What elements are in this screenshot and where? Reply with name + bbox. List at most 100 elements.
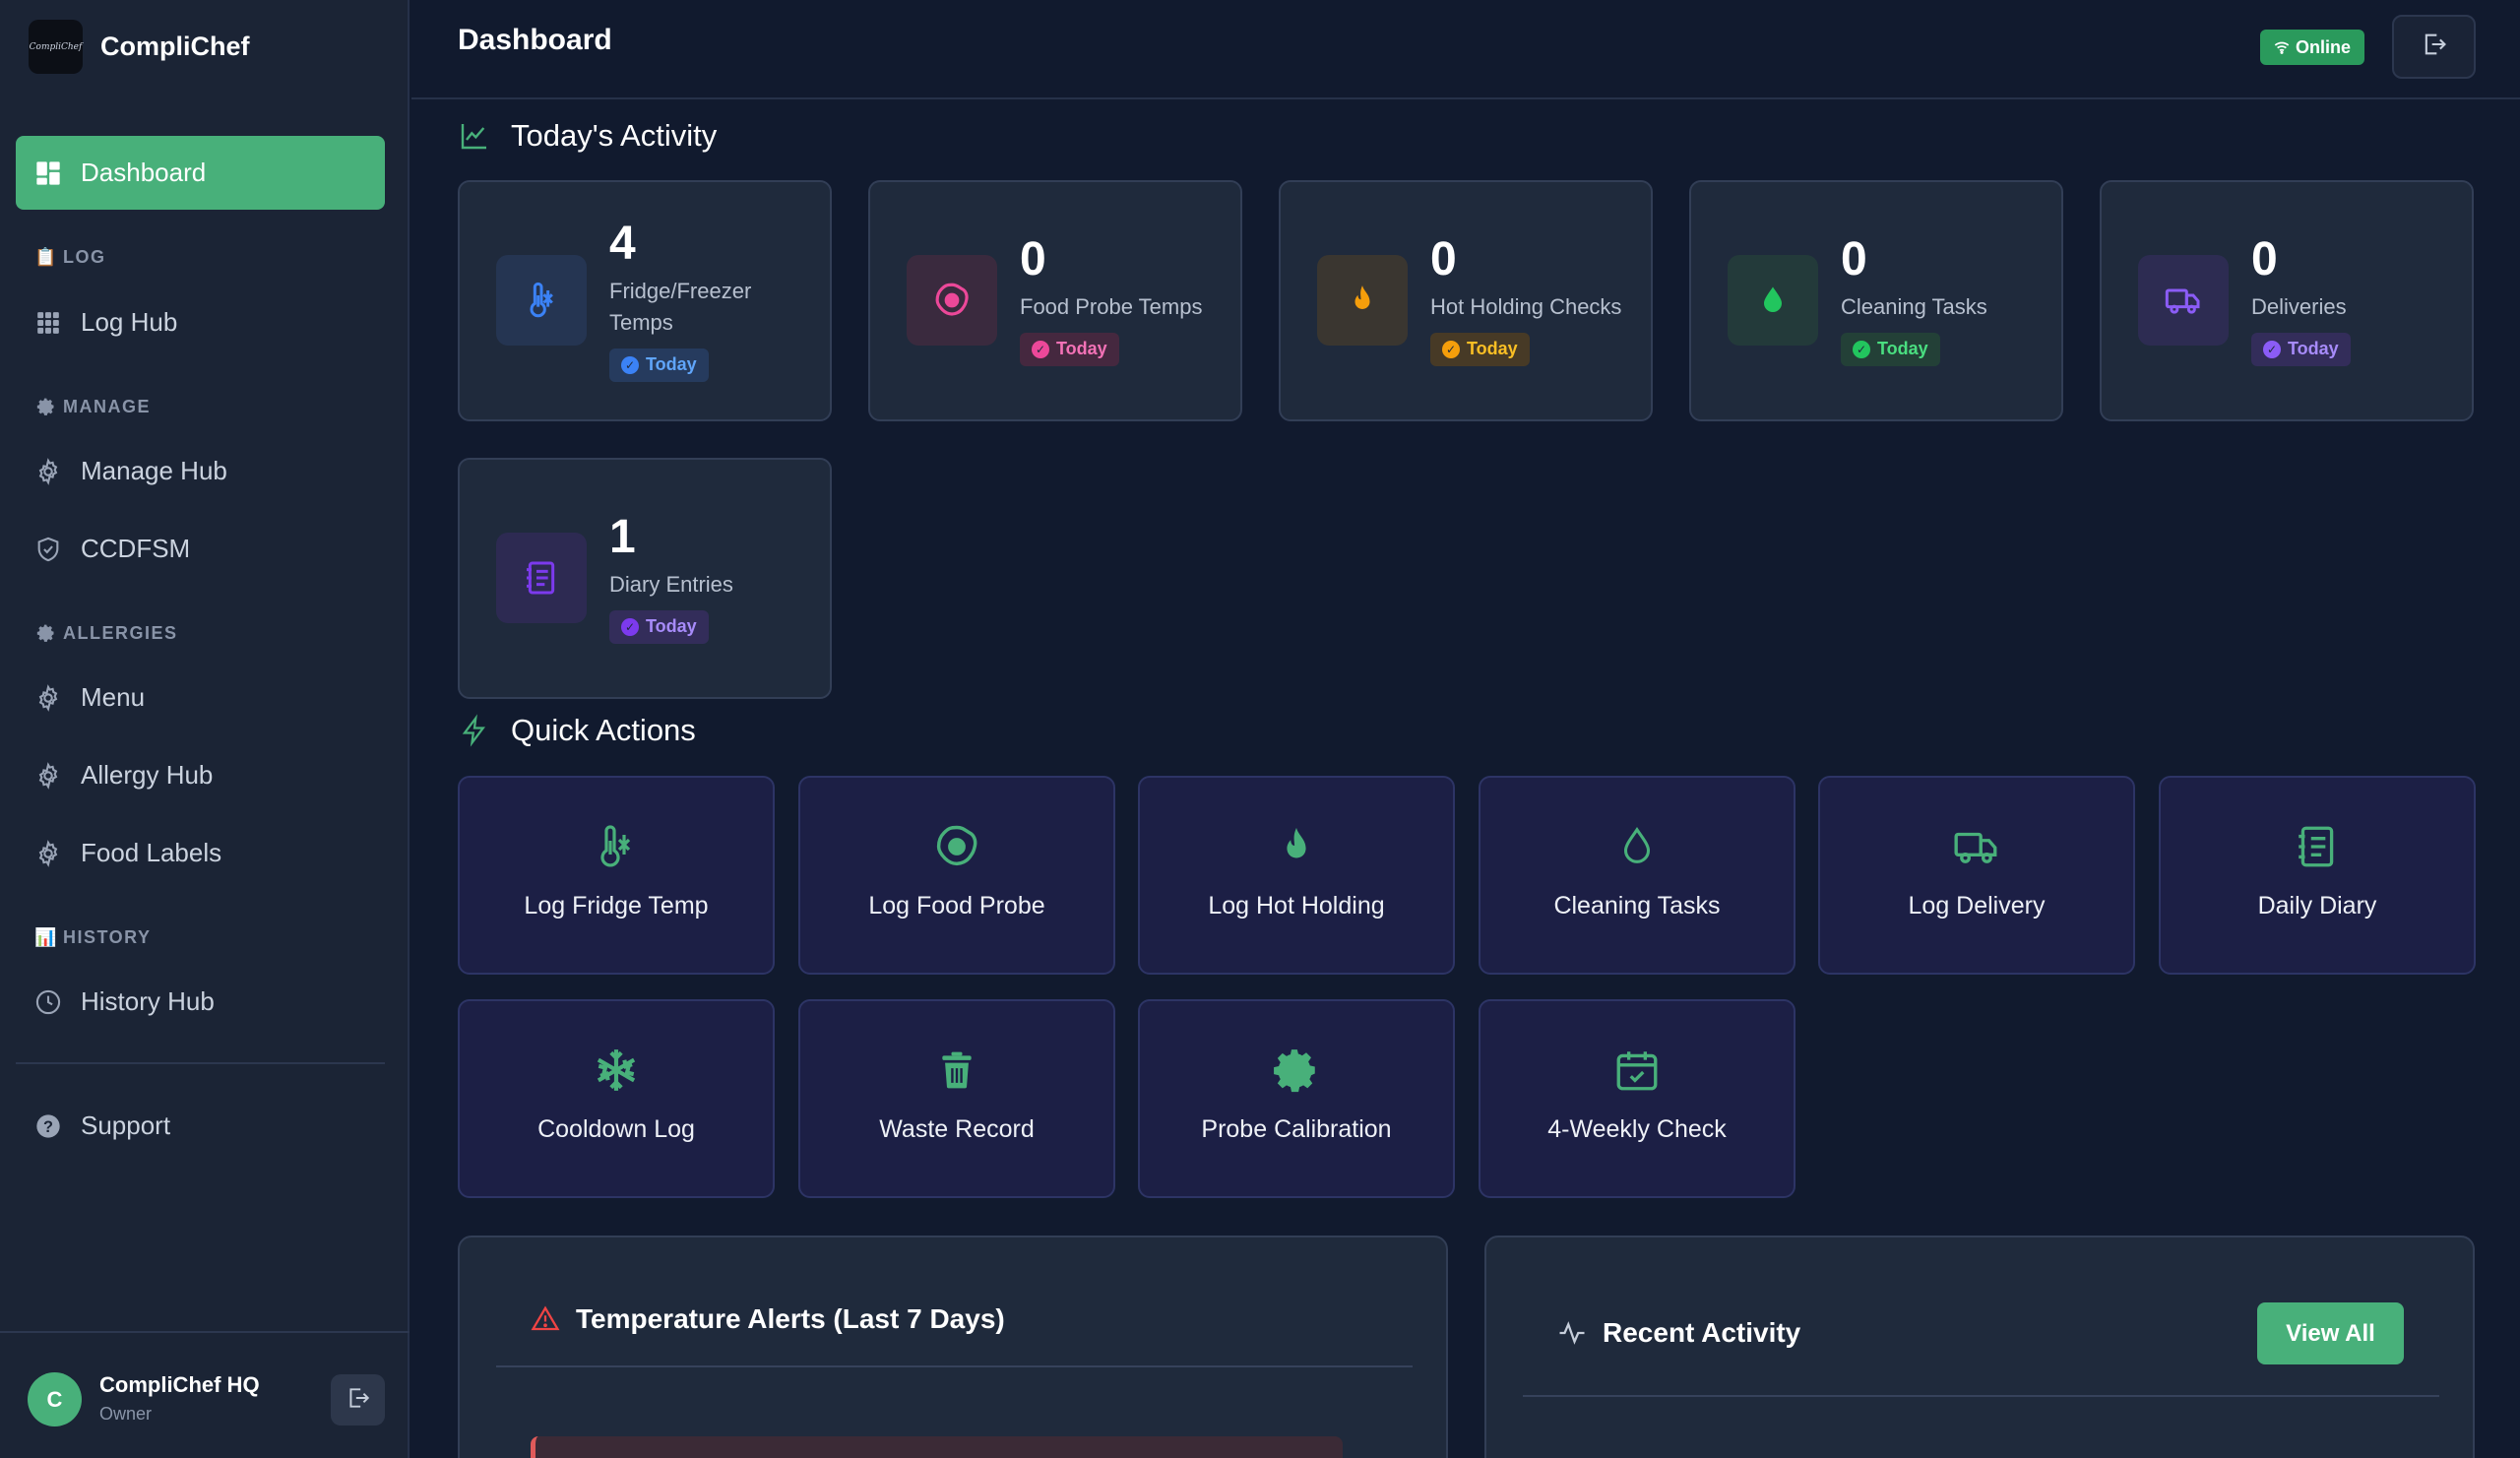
clock-icon	[33, 987, 63, 1017]
sidebar-item-support[interactable]: ? Support	[16, 1089, 385, 1163]
food-probe-icon	[907, 255, 997, 346]
grid-icon	[33, 308, 63, 338]
probe-calibration-button[interactable]: Probe Calibration	[1138, 999, 1455, 1198]
section-label: LOG	[63, 246, 106, 267]
cooldown-log-button[interactable]: Cooldown Log	[458, 999, 775, 1198]
badge-text: Today	[646, 354, 697, 375]
avatar[interactable]: C	[28, 1372, 82, 1426]
food-probe-icon	[929, 819, 984, 874]
stat-label: Fridge/Freezer Temps	[609, 278, 752, 335]
brand[interactable]: CompliChef CompliChef	[29, 20, 250, 74]
panel-title-text: Recent Activity	[1603, 1317, 1801, 1348]
section-label: HISTORY	[63, 926, 152, 947]
gear-icon	[35, 396, 57, 417]
stat-card-deliveries[interactable]: 0 Deliveries ✓ Today	[2100, 180, 2474, 421]
badge-text: Today	[1056, 339, 1107, 359]
quick-actions-section-title: Quick Actions	[458, 713, 696, 748]
today-badge: ✓ Today	[1020, 332, 1119, 366]
gear-icon	[33, 457, 63, 486]
sidebar-item-label: Menu	[81, 682, 146, 712]
view-all-button[interactable]: View All	[2257, 1302, 2404, 1364]
log-food-probe-button[interactable]: Log Food Probe	[798, 776, 1115, 975]
stat-card-cleaning[interactable]: 0 Cleaning Tasks ✓ Today	[1689, 180, 2063, 421]
sidebar-item-dashboard[interactable]: Dashboard	[16, 136, 385, 210]
log-delivery-button[interactable]: Log Delivery	[1818, 776, 2135, 975]
recent-activity-panel: Recent Activity View All	[1484, 1236, 2475, 1458]
log-fridge-temp-button[interactable]: Log Fridge Temp	[458, 776, 775, 975]
sidebar-item-ccdfsm[interactable]: CCDFSM	[16, 512, 385, 586]
stat-value: 1	[609, 511, 636, 564]
help-circle-icon: ?	[33, 1111, 63, 1141]
sidebar-logout-button[interactable]	[331, 1374, 385, 1426]
gear-icon	[33, 761, 63, 791]
dashboard-icon	[33, 158, 63, 188]
sidebar-item-label: CCDFSM	[81, 534, 191, 563]
stat-card-hot-holding[interactable]: 0 Hot Holding Checks ✓ Today	[1279, 180, 1653, 421]
top-header: Dashboard Online	[411, 0, 2520, 99]
header-logout-button[interactable]	[2392, 15, 2476, 79]
action-label: Log Food Probe	[868, 892, 1045, 919]
user-bar: C CompliChef HQ Owner	[0, 1331, 410, 1458]
check-circle-icon: ✓	[2263, 340, 2281, 358]
log-hot-holding-button[interactable]: Log Hot Holding	[1138, 776, 1455, 975]
brand-name: CompliChef	[100, 32, 250, 61]
truck-icon	[1949, 819, 2004, 874]
droplet-icon	[1728, 255, 1818, 346]
stat-card-food-probe[interactable]: 0 Food Probe Temps ✓ Today	[868, 180, 1242, 421]
waste-record-button[interactable]: Waste Record	[798, 999, 1115, 1198]
action-label: Probe Calibration	[1201, 1115, 1392, 1143]
section-title-text: Today's Activity	[511, 118, 718, 153]
sidebar-divider	[16, 1062, 385, 1064]
action-label: Waste Record	[879, 1115, 1035, 1143]
gear-icon	[35, 622, 57, 644]
warning-triangle-icon	[529, 1302, 562, 1336]
sidebar-item-allergy-hub[interactable]: Allergy Hub	[16, 738, 385, 812]
truck-icon	[2138, 255, 2229, 346]
temperature-alerts-panel: Temperature Alerts (Last 7 Days)	[458, 1236, 1448, 1458]
stat-label: Cleaning Tasks	[1841, 293, 1987, 319]
today-badge: ✓ Today	[2251, 332, 2351, 366]
stat-label: Hot Holding Checks	[1430, 293, 1622, 319]
sidebar-item-menu[interactable]: Menu	[16, 661, 385, 734]
sidebar-item-log-hub[interactable]: Log Hub	[16, 285, 385, 359]
action-label: Cooldown Log	[537, 1115, 695, 1143]
section-manage: MANAGE	[35, 396, 151, 417]
panel-title: Temperature Alerts (Last 7 Days)	[529, 1302, 1005, 1336]
logout-icon	[346, 1385, 371, 1416]
cleaning-tasks-button[interactable]: Cleaning Tasks	[1479, 776, 1796, 975]
badge-text: Today	[646, 616, 697, 637]
stat-value: 0	[1430, 233, 1457, 286]
bar-chart-icon: 📊	[34, 926, 58, 947]
lightning-icon	[458, 714, 491, 747]
sidebar-item-history-hub[interactable]: History Hub	[16, 965, 385, 1039]
stat-card-fridge[interactable]: 4 Fridge/Freezer Temps ✓ Today	[458, 180, 832, 421]
activity-section-title: Today's Activity	[458, 118, 717, 154]
clipboard-icon: 📋	[34, 246, 58, 267]
notebook-icon	[2290, 819, 2345, 874]
four-weekly-check-button[interactable]: 4-Weekly Check	[1479, 999, 1796, 1198]
trend-chart-icon	[458, 119, 491, 153]
page-title: Dashboard	[458, 24, 612, 56]
notebook-icon	[496, 533, 587, 623]
sidebar: CompliChef CompliChef Dashboard 📋 LOG Lo…	[0, 0, 410, 1458]
today-badge: ✓ Today	[609, 348, 709, 382]
stat-card-diary[interactable]: 1 Diary Entries ✓ Today	[458, 458, 832, 699]
svg-text:?: ?	[43, 1117, 53, 1135]
section-label: MANAGE	[63, 396, 151, 416]
trash-icon	[929, 1043, 984, 1098]
sidebar-item-manage-hub[interactable]: Manage Hub	[16, 434, 385, 508]
flame-icon	[1269, 819, 1324, 874]
calendar-check-icon	[1609, 1043, 1665, 1098]
today-badge: ✓ Today	[609, 609, 709, 644]
alert-row[interactable]	[531, 1436, 1343, 1458]
snowflake-icon	[589, 1043, 644, 1098]
sidebar-item-label: Manage Hub	[81, 456, 227, 485]
action-label: 4-Weekly Check	[1547, 1115, 1727, 1143]
sidebar-item-label: Dashboard	[81, 158, 207, 187]
sidebar-item-food-labels[interactable]: Food Labels	[16, 816, 385, 890]
logout-icon	[2421, 31, 2448, 63]
stat-value: 4	[609, 218, 636, 271]
section-allergies: ALLERGIES	[35, 622, 178, 644]
panel-divider	[1523, 1395, 2439, 1397]
daily-diary-button[interactable]: Daily Diary	[2159, 776, 2476, 975]
